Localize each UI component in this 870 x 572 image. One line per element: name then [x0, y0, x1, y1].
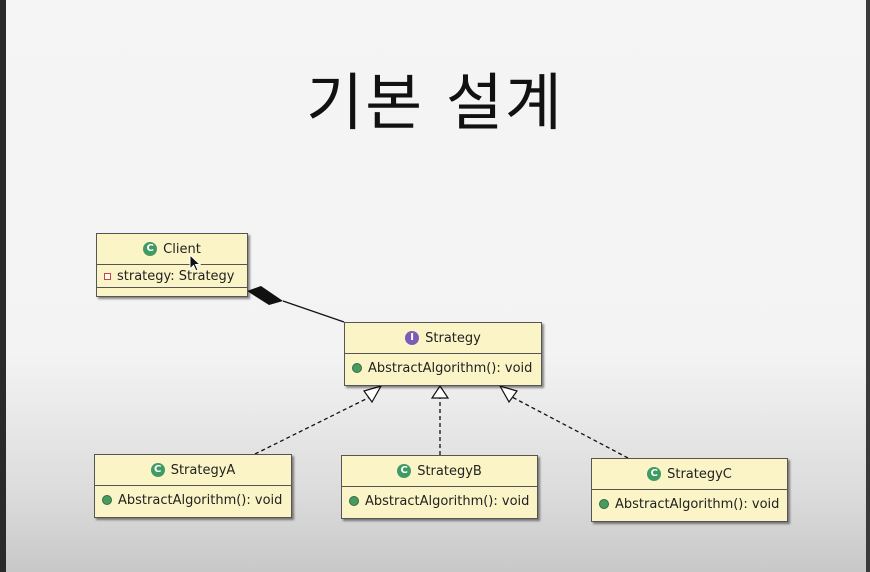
realization-arrow-c	[498, 385, 518, 404]
interface-i-icon: I	[405, 331, 420, 345]
class-strategy-a-name: StrategyA	[170, 462, 236, 478]
class-strategy-a[interactable]: C StrategyA AbstractAlgorithm(): void	[94, 454, 292, 518]
public-method-icon	[352, 363, 362, 373]
realization-arrow-a	[363, 385, 383, 404]
window-frame-left	[0, 0, 6, 572]
mouse-pointer-icon	[189, 254, 201, 272]
class-strategy-a-header: C StrategyA	[95, 455, 291, 485]
interface-strategy-method: AbstractAlgorithm(): void	[345, 357, 541, 379]
class-divider	[97, 287, 247, 288]
class-client-field: strategy: Strategy	[97, 265, 247, 287]
private-field-icon	[104, 272, 111, 280]
class-strategy-b-method-text: AbstractAlgorithm(): void	[365, 493, 530, 509]
interface-strategy-method-text: AbstractAlgorithm(): void	[368, 360, 533, 376]
realization-arrow-b	[430, 384, 450, 399]
class-strategy-a-method: AbstractAlgorithm(): void	[95, 489, 291, 511]
interface-strategy[interactable]: I Strategy AbstractAlgorithm(): void	[344, 322, 542, 386]
interface-strategy-name: Strategy	[425, 330, 481, 346]
composition-diamond	[247, 286, 283, 305]
class-divider	[345, 353, 541, 357]
public-method-icon	[102, 495, 112, 505]
class-divider	[97, 264, 247, 265]
class-strategy-b-header: C StrategyB	[342, 456, 537, 486]
window-frame-right	[866, 0, 870, 572]
public-method-icon	[349, 496, 359, 506]
class-strategy-c-name: StrategyC	[667, 466, 732, 482]
class-strategy-a-method-text: AbstractAlgorithm(): void	[118, 492, 283, 508]
class-c-icon: C	[397, 464, 412, 478]
class-c-icon: C	[143, 242, 158, 256]
class-strategy-b[interactable]: C StrategyB AbstractAlgorithm(): void	[341, 455, 538, 519]
class-client[interactable]: C Client strategy: Strategy	[96, 233, 248, 297]
class-strategy-c-method-text: AbstractAlgorithm(): void	[615, 496, 780, 512]
class-client-field-text: strategy: Strategy	[117, 268, 235, 284]
class-client-header: C Client	[97, 234, 247, 264]
class-strategy-b-method: AbstractAlgorithm(): void	[342, 490, 537, 512]
class-strategy-c[interactable]: C StrategyC AbstractAlgorithm(): void	[591, 458, 788, 522]
class-divider	[342, 486, 537, 490]
class-c-icon: C	[150, 463, 165, 477]
class-strategy-b-name: StrategyB	[417, 463, 482, 479]
slide-title: 기본 설계	[306, 66, 564, 139]
class-divider	[95, 485, 291, 489]
class-divider	[592, 489, 787, 493]
realization-line-c	[511, 396, 629, 459]
public-method-icon	[599, 499, 609, 509]
realization-line-a	[254, 396, 371, 455]
class-client-name: Client	[163, 241, 201, 257]
class-strategy-c-header: C StrategyC	[592, 459, 787, 489]
interface-strategy-header: I Strategy	[345, 323, 541, 353]
class-c-icon: C	[647, 467, 662, 481]
composition-line	[282, 300, 345, 323]
class-strategy-c-method: AbstractAlgorithm(): void	[592, 493, 787, 515]
